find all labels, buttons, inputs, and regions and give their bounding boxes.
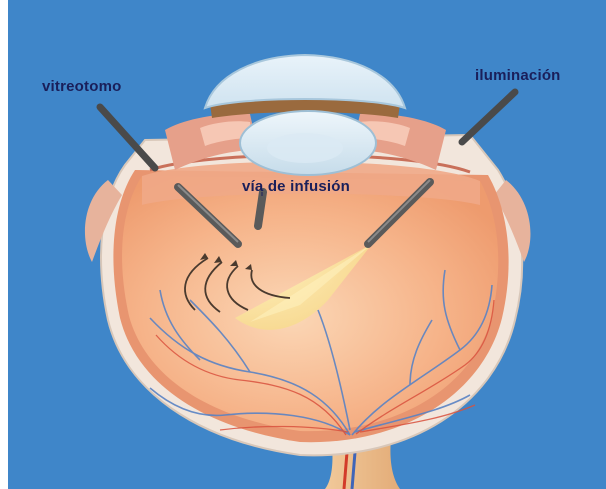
label-vitreotomo: vitreotomo [42,78,122,95]
label-via-de-infusion: vía de infusión [242,178,350,195]
label-iluminacion: iluminación [475,67,561,84]
infusion-line [258,192,263,226]
